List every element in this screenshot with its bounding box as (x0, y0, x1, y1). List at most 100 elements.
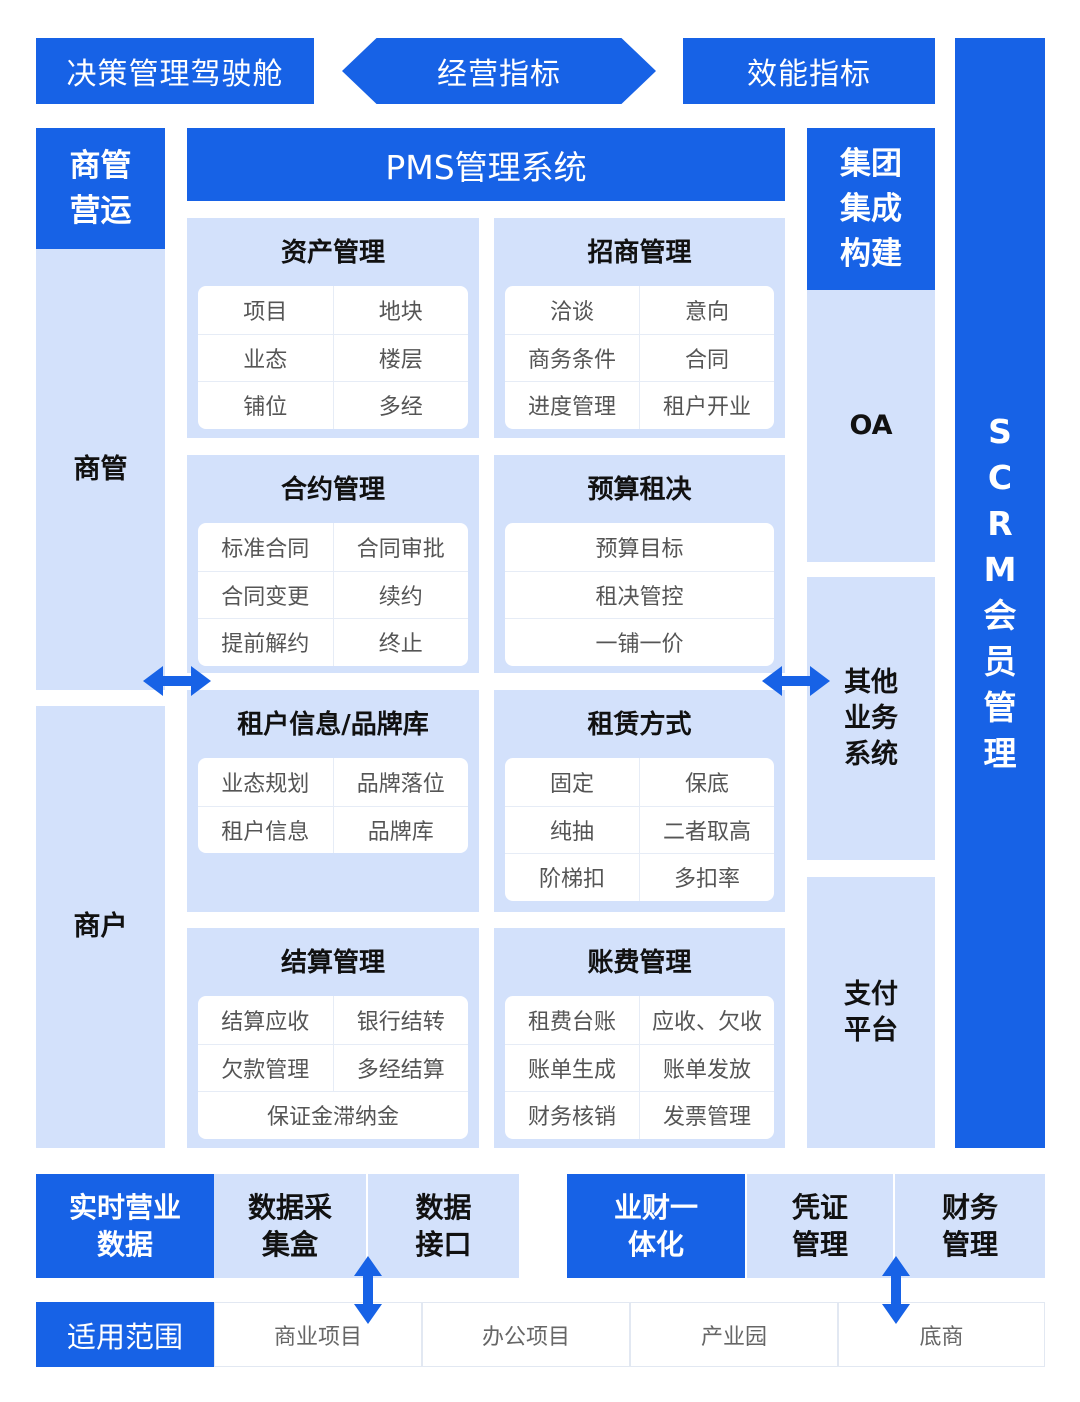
module-title: 账费管理 (587, 948, 692, 978)
feature-cell: 结算应收 (221, 1009, 310, 1035)
feature-row: 合同变更续约 (198, 570, 469, 618)
scope-item: 底商 (838, 1302, 1045, 1367)
feature-row: 洽谈 意向 (505, 286, 774, 334)
realtime-sales-box: 实时营业数据 (36, 1174, 214, 1278)
scope-item-label: 商业项目 (273, 1324, 362, 1350)
feature-cell: 发票管理 (639, 1092, 774, 1139)
scope-item-label: 底商 (919, 1324, 964, 1350)
scope-item: 办公项目 (422, 1302, 630, 1367)
pms-module-panel: 账费管理租费台账应收、欠收账单生成账单发放财务核销发票管理 (494, 928, 785, 1148)
data-api-label: 数据接口 (415, 1191, 472, 1261)
feature-row: 提前解约终止 (198, 618, 468, 666)
feature-row: 纯抽 二者取高 (505, 805, 774, 853)
voucher-box: 凭证管理 (747, 1174, 893, 1278)
feature-cell: 合同 (639, 334, 774, 381)
finance-mgmt-box: 财务管理 (895, 1174, 1045, 1278)
feature-cell: 意向 (639, 286, 774, 334)
tenant-label: 商户 (73, 911, 128, 942)
pms-module-panel: 结算管理结算应收银行结转欠款管理多经结算保证金滞纳金 (187, 928, 479, 1148)
feature-row: 业态规划品牌落位 (198, 758, 468, 806)
feature-cell: 多经 (332, 382, 469, 429)
scope-item: 产业园 (630, 1302, 838, 1367)
pms-module-panel: 租赁方式固定保底纯抽二者取高阶梯扣多扣率 (494, 690, 785, 912)
feature-cell: 地块 (332, 286, 469, 334)
finance-integration-label: 业财一体化 (613, 1191, 698, 1261)
feature-cell: 商务条件 (527, 347, 616, 373)
feature-cell: 一铺一价 (595, 632, 684, 658)
feature-row: 欠款管理多经结算 (198, 1043, 469, 1091)
scope-label: 适用范围 (66, 1319, 183, 1354)
pms-header: PMS管理系统 (187, 128, 785, 201)
feature-cell: 合同变更 (221, 584, 310, 610)
feature-cell: 租户信息 (221, 819, 310, 845)
feature-row: 账单生成账单发放 (505, 1043, 774, 1091)
pms-module-panel: 招商管理洽谈意向商务条件合同进度管理租户开业 (494, 218, 785, 438)
right-double-arrow-icon (762, 666, 830, 696)
feature-cell: 楼层 (332, 334, 469, 381)
module-title: 预算租决 (587, 475, 692, 505)
pms-module-panel: 资产管理项目地块业态楼层铺位多经 (187, 218, 479, 438)
module-feature-table: 标准合同合同审批合同变更续约提前解约终止 (198, 523, 468, 666)
data-box-label: 数据采集盒 (247, 1191, 332, 1261)
feature-row: 标准合同合同审批 (198, 523, 468, 571)
data-api-box: 数据接口 (368, 1174, 519, 1278)
feature-cell: 纯抽 (549, 819, 594, 845)
feature-row: 结算应收银行结转 (198, 996, 468, 1044)
feature-cell: 洽谈 (549, 299, 594, 325)
group-integration-label: 集团集成构建 (840, 145, 902, 272)
feature-cell: 账单发放 (639, 1044, 774, 1091)
data-box: 数据采集盒 (214, 1174, 366, 1278)
mall-mgmt-label: 商管 (73, 453, 128, 485)
module-feature-table: 租费台账应收、欠收账单生成账单发放财务核销发票管理 (505, 996, 774, 1139)
module-title: 招商管理 (587, 238, 692, 268)
group-integration-header: 集团集成构建 (807, 128, 935, 290)
feature-row: 阶梯扣多扣率 (505, 853, 774, 901)
scope-item-label: 办公项目 (481, 1324, 570, 1350)
feature-cell: 标准合同 (221, 536, 310, 562)
feature-row: 业态楼层 (198, 333, 469, 381)
feature-cell: 二者取高 (639, 806, 774, 853)
vertical-double-arrow-icon (882, 1256, 910, 1324)
feature-row: 铺位多经 (198, 381, 468, 429)
feature-cell: 续约 (332, 571, 469, 618)
cockpit-label: 决策管理驾驶舱 (66, 57, 284, 92)
module-title: 结算管理 (280, 948, 385, 978)
feature-row: 租户信息品牌库 (198, 805, 469, 853)
module-feature-table: 预算目标租决管控一铺一价 (505, 523, 774, 666)
scope-item: 商业项目 (214, 1302, 422, 1367)
feature-cell: 财务核销 (527, 1105, 616, 1131)
feature-row: 商务条件合同 (505, 333, 774, 381)
feature-cell: 银行结转 (332, 996, 469, 1044)
feature-row: 预算目标 (505, 523, 774, 571)
scrm-label: SCRM会员管理 (983, 412, 1017, 773)
finance-mgmt-label: 财务管理 (941, 1191, 998, 1261)
mall-ops-label: 商管营运 (69, 147, 132, 229)
payment-block: 支付平台 (807, 877, 935, 1148)
module-feature-table: 结算应收银行结转欠款管理多经结算保证金滞纳金 (198, 996, 468, 1139)
cockpit-box: 决策管理驾驶舱 (36, 38, 314, 104)
voucher-label: 凭证管理 (791, 1191, 848, 1261)
feature-row: 保证金滞纳金 (198, 1091, 468, 1139)
realtime-sales-label: 实时营业数据 (68, 1191, 181, 1261)
feature-row: 财务核销发票管理 (505, 1091, 774, 1139)
scope-label-box: 适用范围 (36, 1302, 214, 1367)
feature-cell: 品牌库 (332, 806, 469, 853)
feature-cell: 多扣率 (639, 854, 774, 901)
operating-label: 经营指标 (437, 57, 561, 92)
module-feature-table: 洽谈意向商务条件合同进度管理租户开业 (505, 286, 774, 429)
pms-module-panel: 租户信息/品牌库业态规划品牌落位租户信息品牌库 (187, 690, 479, 912)
feature-cell: 租费台账 (527, 1009, 616, 1035)
module-feature-table: 固定保底纯抽二者取高阶梯扣多扣率 (505, 758, 774, 901)
feature-cell: 终止 (332, 619, 469, 666)
feature-cell: 欠款管理 (221, 1057, 310, 1083)
feature-cell: 保底 (639, 758, 774, 806)
left-double-arrow-icon (143, 666, 211, 696)
pms-module-panel: 预算租决预算目标租决管控一铺一价 (494, 455, 785, 673)
feature-cell: 多经结算 (332, 1044, 469, 1091)
pms-title: PMS管理系统 (385, 147, 587, 187)
oa-label: OA (849, 410, 893, 441)
feature-cell: 项目 (243, 299, 288, 325)
module-feature-table: 项目 地块业态楼层铺位多经 (198, 286, 468, 429)
module-title: 合约管理 (280, 475, 385, 505)
module-feature-table: 业态规划品牌落位租户信息品牌库 (198, 758, 468, 853)
